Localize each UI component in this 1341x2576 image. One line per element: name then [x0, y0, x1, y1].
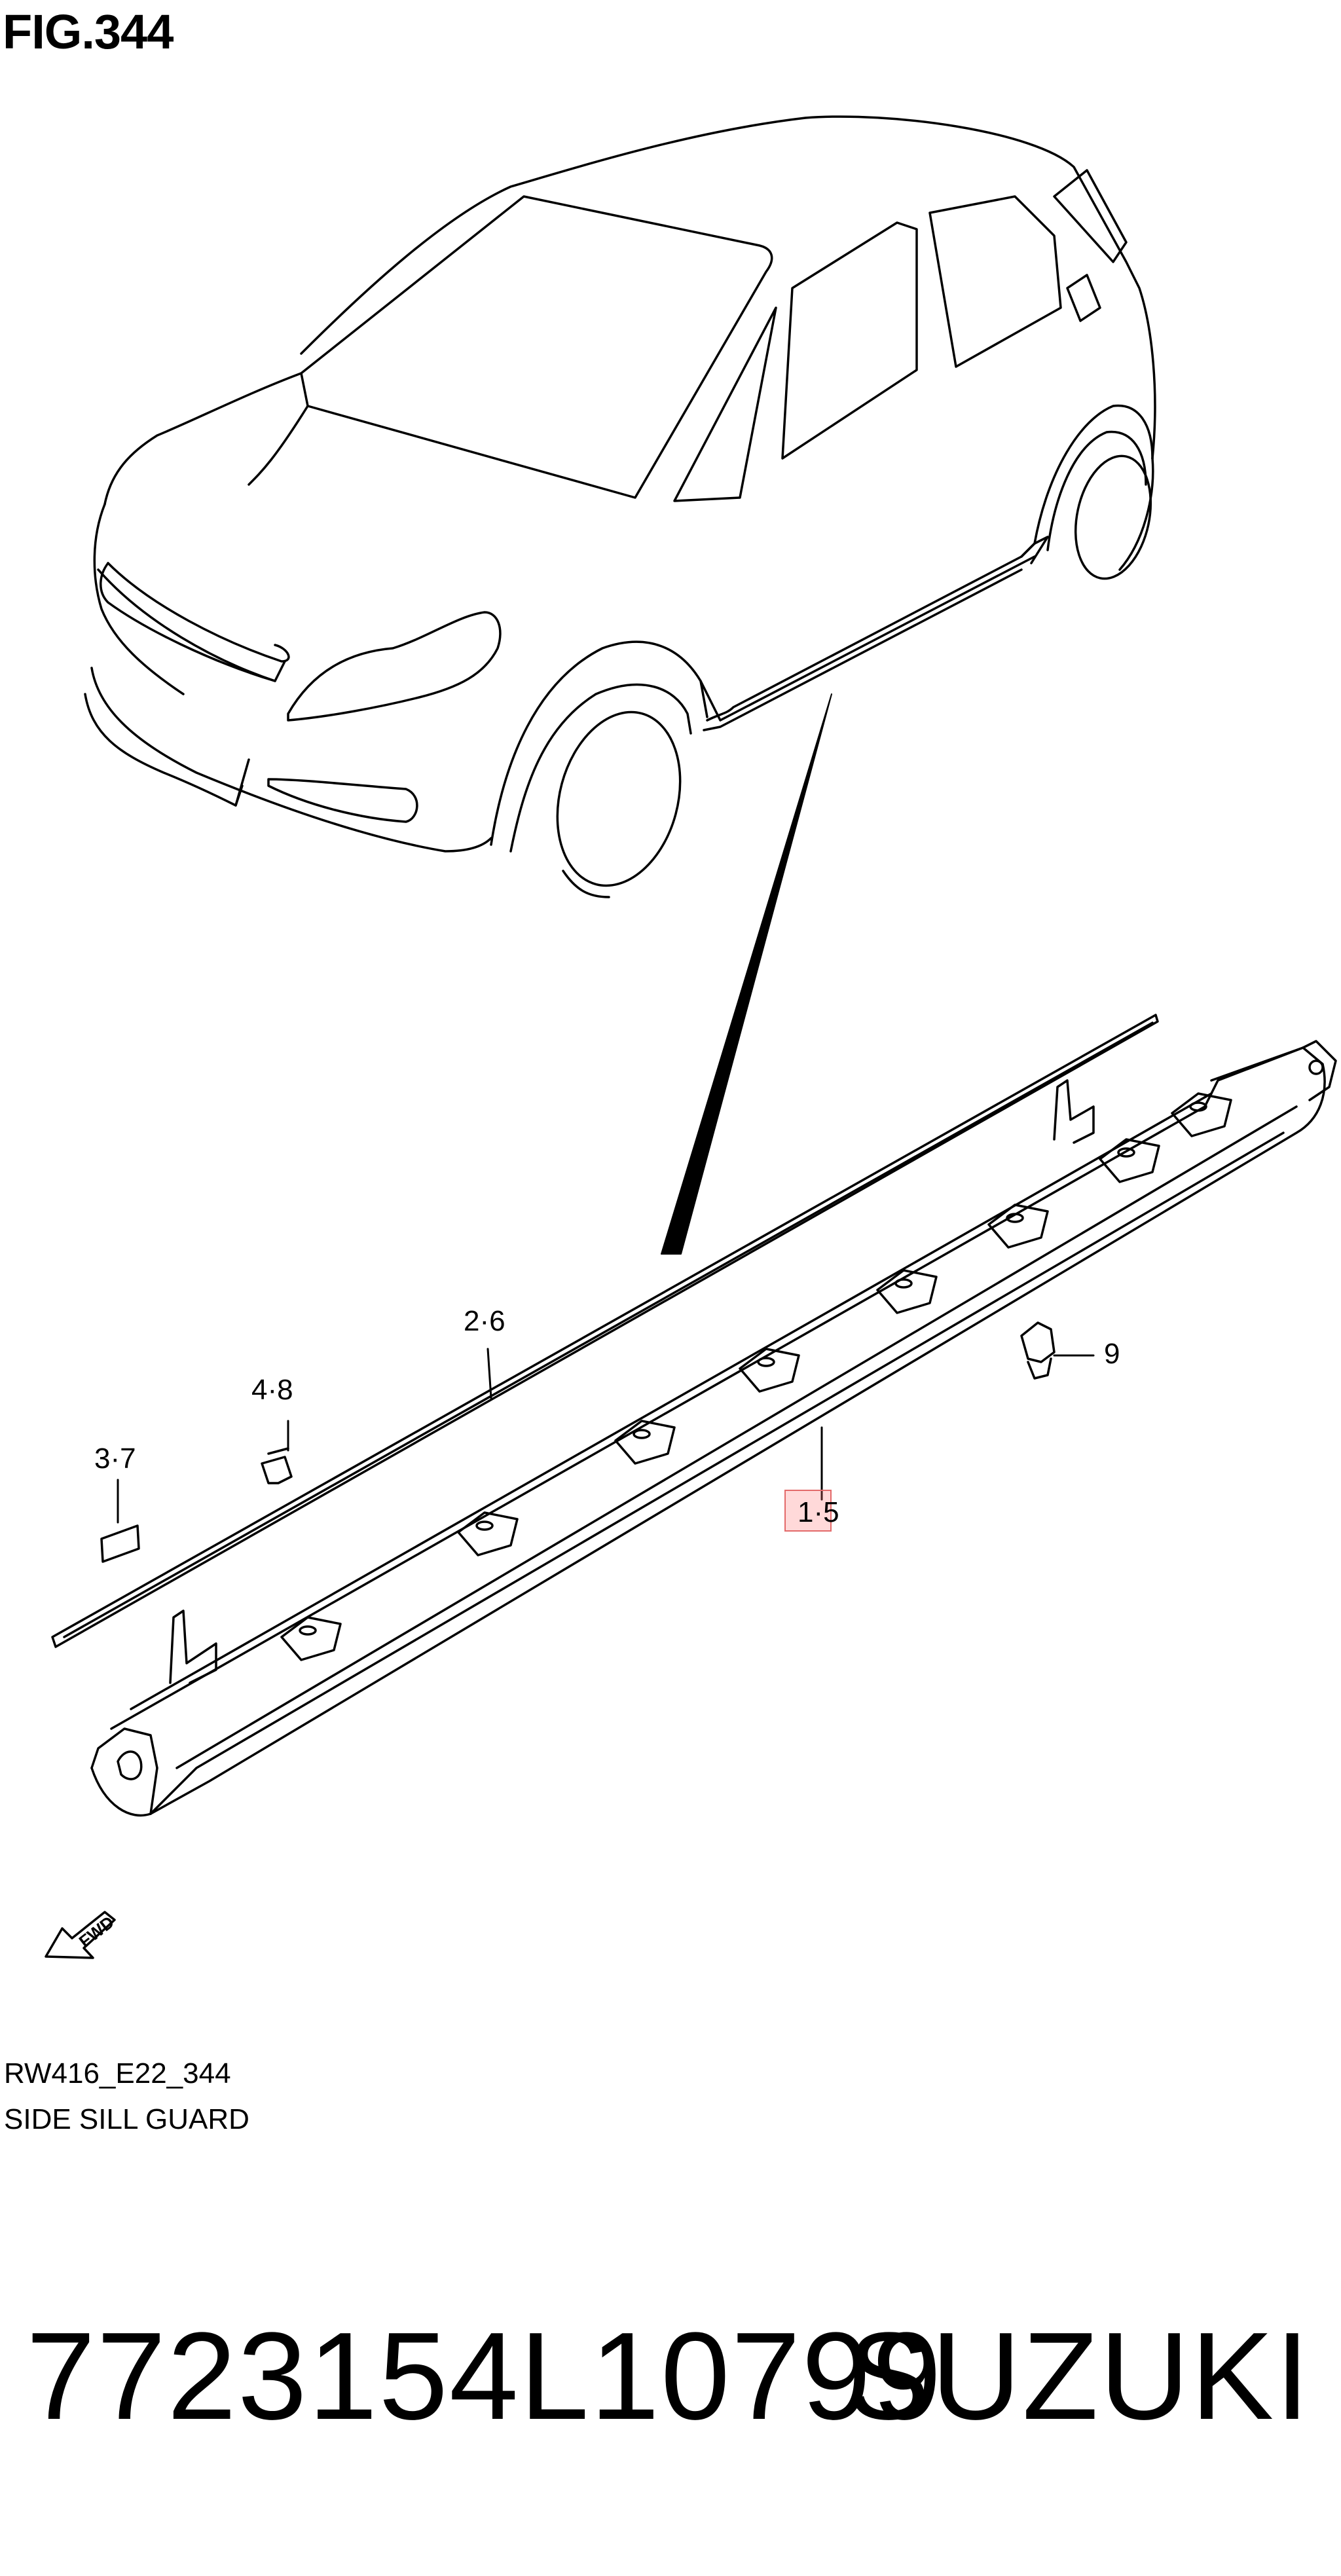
callout-separator: · [813, 1496, 824, 1528]
car-illustration [84, 115, 1156, 898]
figure-code: RW416_E22_344 [4, 2057, 231, 2089]
callout-4-8: 4·8 [251, 1374, 293, 1407]
callout-separator: · [110, 1443, 120, 1475]
callout-1-5[interactable]: 1·5 [798, 1496, 839, 1529]
plate-part [100, 1524, 140, 1563]
callout-label-6: 6 [489, 1305, 505, 1337]
callout-2-6: 2·6 [464, 1305, 505, 1338]
callout-label-3: 3 [94, 1443, 111, 1475]
callout-label-4: 4 [251, 1374, 268, 1406]
callout-label-1: 1 [798, 1496, 814, 1528]
mounting-bosses [280, 1092, 1232, 1661]
callout-label-7: 7 [120, 1443, 136, 1475]
side-sill-guard [90, 1040, 1337, 1817]
molding-strip [51, 1014, 1159, 1648]
figure-title: FIG.344 [3, 5, 174, 59]
figure-name: SIDE SILL GUARD [4, 2103, 249, 2135]
callout-separator: · [479, 1305, 490, 1337]
callout-label-2: 2 [464, 1305, 480, 1337]
callout-3-7: 3·7 [94, 1443, 136, 1475]
part-number: 7723154L10799 [26, 2307, 943, 2446]
callout-separator: · [267, 1374, 278, 1406]
callout-label-8: 8 [277, 1374, 293, 1406]
fwd-arrow-icon [45, 1911, 116, 1959]
callout-9: 9 [1104, 1338, 1120, 1371]
highlight-box [784, 1490, 832, 1532]
push-clip-part [261, 1447, 293, 1484]
brand-name: SUZUKI [847, 2307, 1311, 2446]
grommet-part [1020, 1321, 1056, 1380]
callout-label-5: 5 [823, 1496, 839, 1528]
callout-label-9: 9 [1104, 1338, 1120, 1370]
leader-arrow [661, 693, 832, 1255]
